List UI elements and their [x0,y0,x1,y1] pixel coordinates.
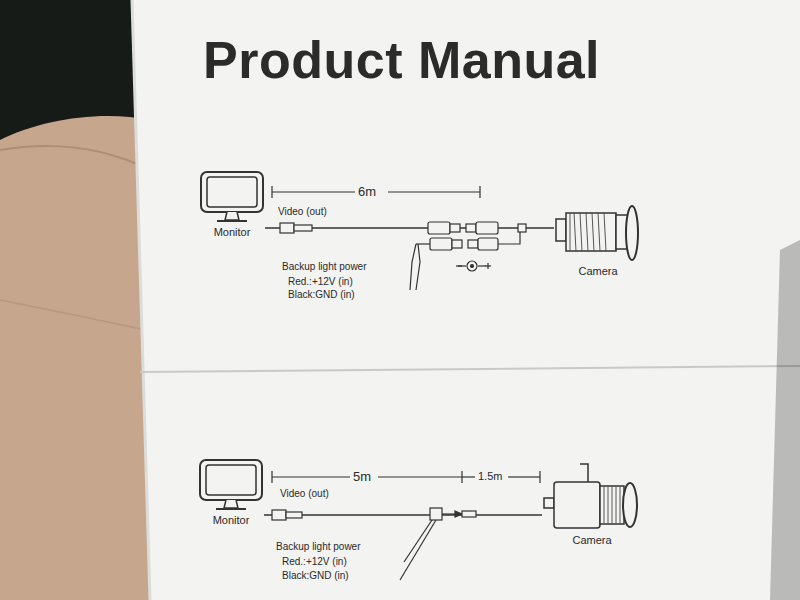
dimension-label: 5m [351,469,373,485]
camera-node: Camera [542,462,642,547]
wire-label: Black:GND (in) [280,570,351,582]
monitor-icon [199,170,265,224]
wire-label: Red.:+12V (in) [286,276,355,288]
monitor-node: Monitor [198,458,264,527]
monitor-icon [198,458,264,512]
edge-label: Video (out) [278,488,331,500]
camera-node: Camera [554,205,642,278]
camera-icon [542,462,642,532]
wire-label: Backup light power [274,541,363,553]
dimension-label: 1.5m [476,470,504,483]
node-label: Camera [572,534,611,547]
node-label: Camera [578,265,617,278]
icon-holder [199,170,265,224]
icon-holder [198,458,264,512]
wire-label: Backup light power [280,261,369,273]
dimension-label: 6m [356,184,378,200]
video-cable [264,514,542,515]
wire-label: Red.:+12V (in) [280,556,349,568]
page-title: Product Manual [203,30,600,90]
camera-icon [554,205,642,263]
edge-label: Video (out) [276,206,329,218]
monitor-node: Monitor [199,170,265,239]
icon-holder [554,205,642,263]
node-label: Monitor [213,514,250,527]
wire-label: Black:GND (in) [286,289,357,301]
node-label: Monitor [214,226,251,239]
icon-holder [542,462,642,532]
